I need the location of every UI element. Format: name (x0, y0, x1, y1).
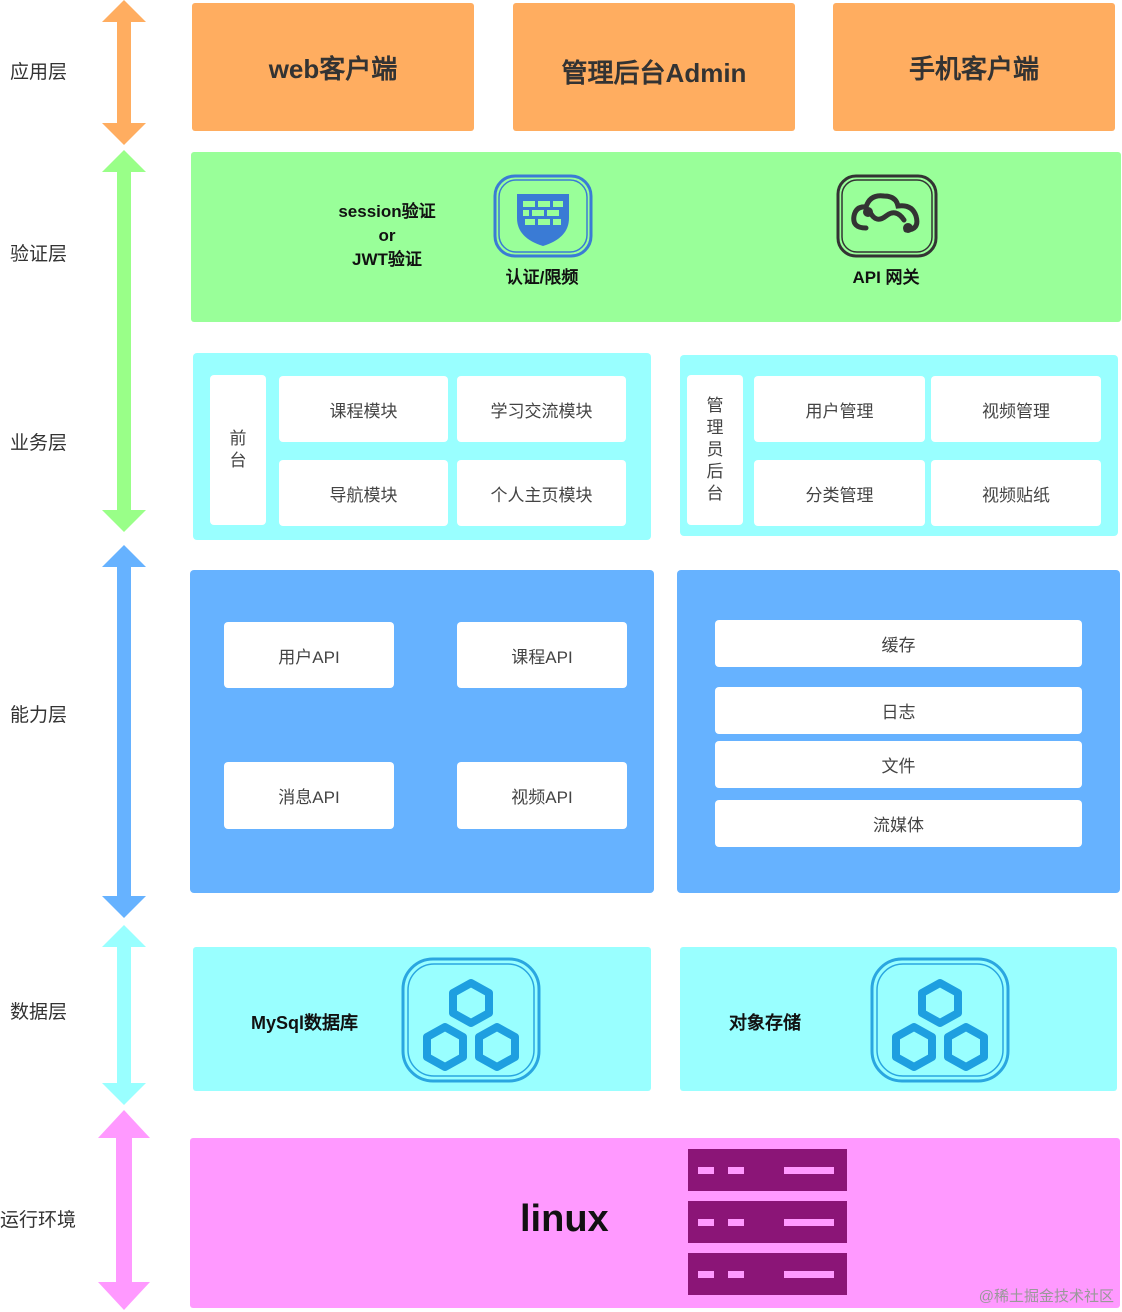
label-business-layer: 业务层 (10, 433, 68, 454)
storage-hex-icon (870, 957, 1010, 1083)
module-video-management: 视频管理 (931, 376, 1101, 442)
auth-layer-arrow (100, 150, 148, 532)
api-video: 视频API (457, 762, 627, 829)
auth-layer-panel: session验证 or JWT验证 认证/限频 (191, 152, 1121, 322)
admin-side-label: 管 理 员 后 台 (687, 375, 743, 525)
label-data-layer: 数据层 (10, 1002, 68, 1023)
linux-label: linux (520, 1198, 609, 1240)
data-layer-arrow (100, 925, 148, 1105)
admin-label: 管理后台Admin (561, 57, 747, 88)
front-side-char-1: 前 (229, 429, 247, 448)
database-hex-icon (401, 957, 541, 1083)
object-storage-label: 对象存储 (729, 1013, 801, 1033)
service-cache: 缓存 (715, 620, 1082, 667)
capability-service-panel: 缓存 日志 文件 流媒体 (677, 570, 1120, 893)
module-navigation: 导航模块 (279, 460, 448, 526)
web-client-label: web客户端 (268, 53, 398, 84)
admin-side-char-4: 后 (706, 462, 724, 481)
label-capability-layer: 能力层 (10, 705, 68, 726)
shield-firewall-icon (493, 174, 593, 258)
auth-method-line1: session验证 (338, 202, 436, 221)
module-learning-exchange: 学习交流模块 (457, 376, 626, 442)
admin-side-char-1: 管 (706, 396, 724, 415)
api-message: 消息API (224, 762, 394, 829)
mobile-client-box: 手机客户端 (833, 3, 1115, 131)
api-user: 用户API (224, 622, 394, 688)
web-client-box: web客户端 (192, 3, 474, 131)
auth-method-line2: or (378, 226, 396, 245)
service-file: 文件 (715, 741, 1082, 788)
business-front-panel: 前 台 课程模块 学习交流模块 导航模块 个人主页模块 (193, 353, 651, 540)
auth-method-line3: JWT验证 (352, 250, 422, 269)
label-runtime-layer: 运行环境 (0, 1210, 77, 1231)
label-auth-layer: 验证层 (10, 244, 68, 265)
api-gateway-icon (836, 174, 938, 258)
mobile-client-label: 手机客户端 (908, 53, 1039, 84)
mysql-label: MySql数据库 (251, 1013, 359, 1033)
service-streaming: 流媒体 (715, 800, 1082, 847)
data-object-storage-panel: 对象存储 (680, 947, 1117, 1091)
data-mysql-panel: MySql数据库 (193, 947, 651, 1091)
business-admin-panel: 管 理 员 后 台 用户管理 视频管理 分类管理 视频贴纸 (680, 355, 1118, 536)
api-gateway-label: API 网关 (852, 268, 920, 287)
admin-side-char-2: 理 (706, 418, 724, 437)
label-app-layer: 应用层 (10, 62, 68, 83)
front-side-label: 前 台 (210, 375, 266, 525)
app-layer-arrow (100, 0, 148, 145)
admin-box: 管理后台Admin (513, 3, 795, 131)
module-video-sticker: 视频贴纸 (931, 460, 1101, 526)
admin-side-char-3: 员 (706, 440, 724, 459)
runtime-panel (190, 1138, 1120, 1308)
service-log: 日志 (715, 687, 1082, 734)
auth-method-text: session验证 or JWT验证 (321, 200, 453, 272)
module-user-management: 用户管理 (754, 376, 925, 442)
capability-api-panel: 用户API 课程API 消息API 视频API (190, 570, 654, 893)
module-course: 课程模块 (279, 376, 448, 442)
api-course: 课程API (457, 622, 627, 688)
module-category-management: 分类管理 (754, 460, 925, 526)
admin-side-char-5: 台 (706, 484, 724, 503)
capability-layer-arrow (100, 545, 148, 918)
auth-limit-label: 认证/限频 (505, 268, 579, 287)
server-rack-icon (688, 1149, 847, 1295)
front-side-char-2: 台 (229, 451, 247, 470)
module-personal-home: 个人主页模块 (457, 460, 626, 526)
runtime-layer-arrow (96, 1110, 152, 1310)
watermark: @稀土掘金技术社区 (978, 1288, 1114, 1305)
